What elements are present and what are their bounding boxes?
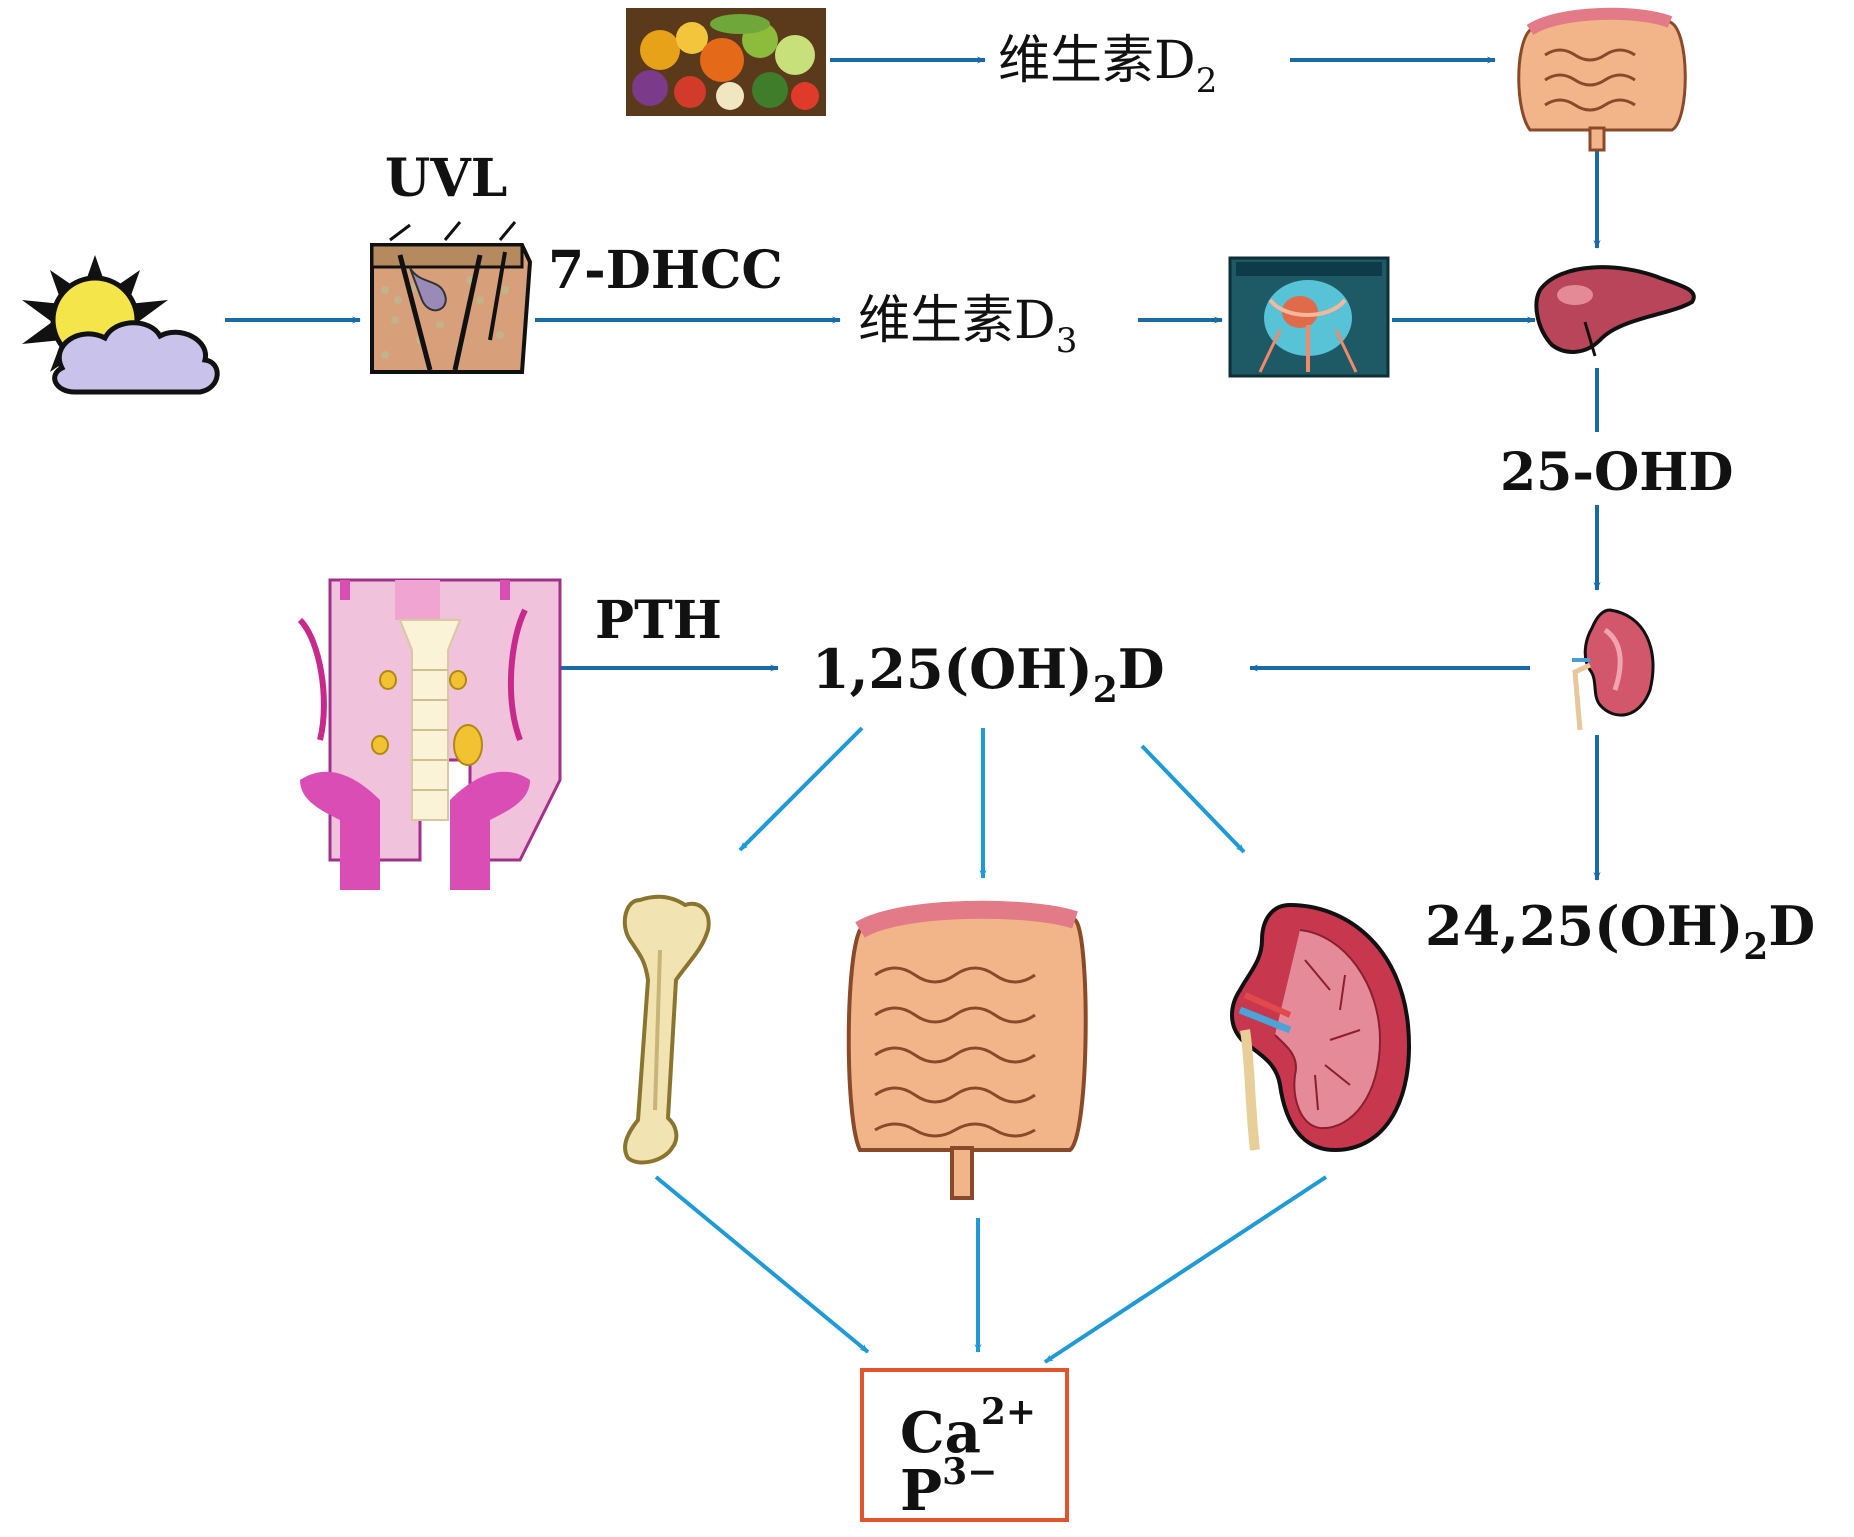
label-calcium-ion: Ca2+ bbox=[900, 1391, 1036, 1466]
kidney-icon bbox=[1572, 608, 1655, 731]
skin-section-icon bbox=[370, 221, 533, 374]
kidney-icon bbox=[1230, 902, 1411, 1153]
bone-icon bbox=[622, 894, 711, 1165]
labels: 维生素D2 UVL 7-DHCC 维生素D3 25-OHD PTH 1,25(O… bbox=[385, 31, 1815, 968]
label-phosphate-ion: P3− bbox=[900, 1451, 997, 1524]
intestine-icon bbox=[1517, 7, 1687, 152]
arrow-bone-to-ions bbox=[654, 1175, 870, 1354]
label-1-25-oh2-d: 1,25(OH)2D bbox=[812, 637, 1165, 711]
ion-box: Ca2+ P3− bbox=[860, 1368, 1069, 1524]
ion-box-border bbox=[860, 1368, 1069, 1522]
label-vitamin-d2: 维生素D2 bbox=[998, 31, 1217, 101]
arrow-calcitriol-to-bone bbox=[738, 726, 864, 852]
sun-cloud-icon bbox=[22, 255, 220, 395]
label-pth: PTH bbox=[595, 590, 722, 651]
label-25-ohd: 25-OHD bbox=[1500, 442, 1733, 503]
food-basket-icon bbox=[626, 8, 826, 116]
liver-icon bbox=[1534, 265, 1696, 357]
intestine-icon bbox=[846, 900, 1088, 1200]
label-24-25-oh2-d: 24,25(OH)2D bbox=[1425, 894, 1815, 968]
label-uvl: UVL bbox=[385, 148, 507, 209]
arrows bbox=[225, 56, 1601, 1364]
arrow-kidney-to-ions bbox=[1043, 1175, 1328, 1364]
label-7-dhcc: 7-DHCC bbox=[548, 240, 783, 301]
arrow-calcitriol-to-kidney bbox=[1140, 744, 1246, 854]
circulatory-system-icon bbox=[1228, 256, 1390, 378]
parathyroid-icon bbox=[297, 578, 562, 890]
label-vitamin-d3: 维生素D3 bbox=[858, 291, 1077, 361]
